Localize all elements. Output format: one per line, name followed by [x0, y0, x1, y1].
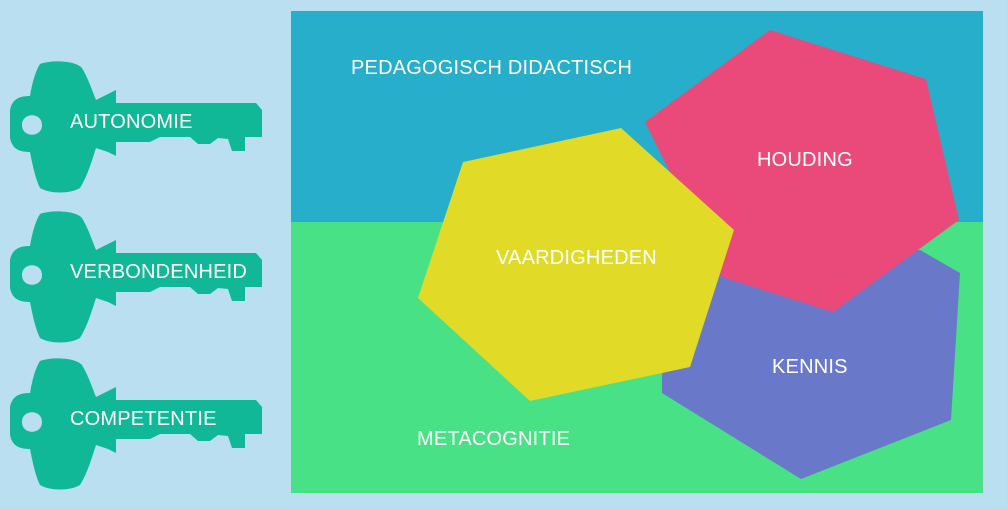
hexagon-label-houding: HOUDING — [757, 149, 853, 171]
key-verbondenheid: VERBONDENHEID — [0, 210, 270, 350]
key-icon — [10, 358, 262, 490]
zone-label-pedagogisch-didactisch: PEDAGOGISCH DIDACTISCH — [351, 57, 633, 79]
hexagon-vaardigheden — [418, 128, 734, 401]
model-panel — [291, 11, 983, 493]
key-competentie: COMPETENTIE — [0, 357, 270, 497]
key-autonomie: AUTONOMIE — [0, 60, 270, 200]
key-icon — [10, 211, 262, 343]
key-label: VERBONDENHEID — [70, 261, 248, 283]
key-label: COMPETENTIE — [70, 408, 217, 430]
zone-label-metacognitie: METACOGNITIE — [417, 428, 571, 450]
hexagon-label-vaardigheden: VAARDIGHEDEN — [496, 247, 657, 269]
key-icon — [10, 61, 262, 193]
key-label: AUTONOMIE — [70, 111, 193, 133]
model-shapes — [291, 11, 983, 493]
hexagon-label-kennis: KENNIS — [772, 356, 848, 378]
hexagon-kennis — [662, 250, 960, 479]
